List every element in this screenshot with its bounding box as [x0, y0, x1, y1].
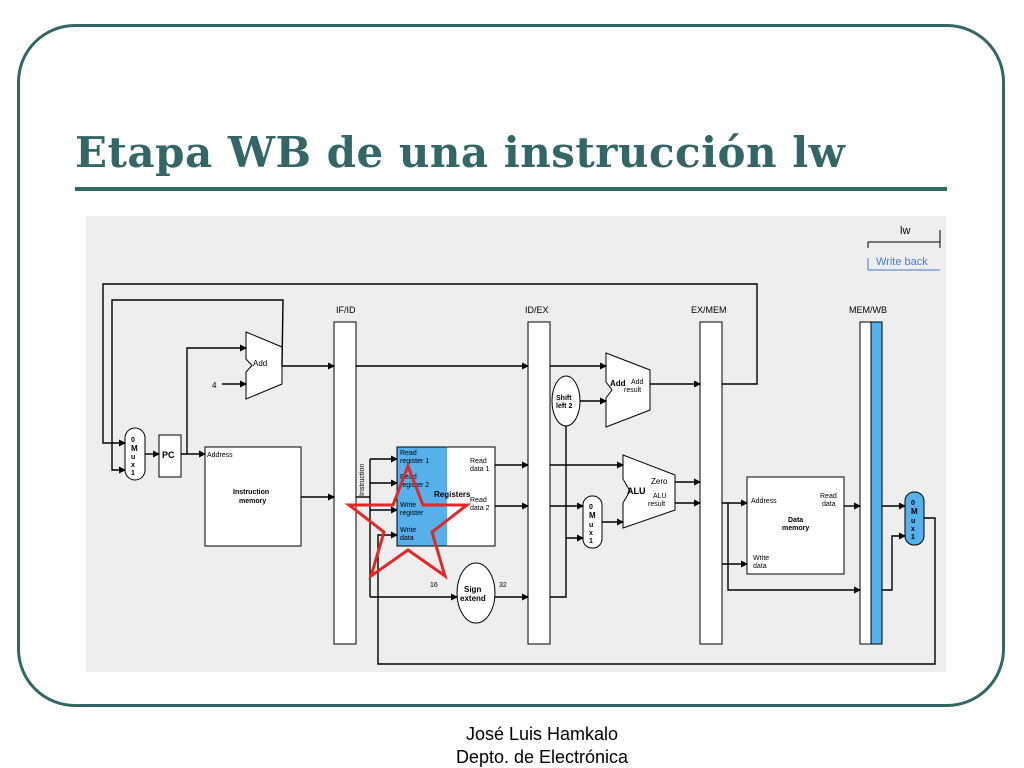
wb-mux-label-1: 1 — [911, 534, 915, 541]
alu-mux-label-u: u — [589, 522, 593, 529]
id-ex-register — [527, 321, 551, 645]
pc-mux-label-m: M — [131, 444, 138, 453]
writeback-star-marker — [344, 461, 472, 580]
mem-wb-highlight — [870, 321, 883, 645]
instruction-memory — [204, 446, 302, 547]
ex-mem-register — [699, 321, 723, 645]
instruction-bus-label: Instruction — [359, 464, 366, 496]
alu-mux-label-x: x — [589, 530, 593, 537]
wb-mux-label-0: 0 — [911, 500, 915, 507]
slide-title: Etapa WB de una instrucción lw — [75, 128, 846, 177]
alu-zero-label: Zero — [651, 477, 668, 486]
alu — [622, 454, 676, 529]
bus-width-32: 32 — [499, 582, 507, 589]
title-underline — [75, 187, 947, 191]
ex-mem-label: EX/MEM — [691, 305, 727, 315]
author-name: José Luis Hamkalo — [465, 724, 619, 744]
bus-width-16: 16 — [430, 582, 438, 589]
sign-extend — [456, 562, 496, 624]
branch-adder — [605, 352, 651, 428]
imem-address-label: Address — [207, 452, 233, 459]
registers-name-label: Registers — [434, 490, 471, 499]
diagram-background — [86, 216, 946, 672]
alu-mux-label-0: 0 — [589, 504, 593, 511]
legend-stage: Write back — [876, 256, 928, 268]
pc-mux-label-1: 1 — [131, 470, 135, 477]
pc-mux-label-0: 0 — [131, 437, 135, 444]
data-memory — [746, 476, 845, 575]
pc-mux-label-u: u — [131, 454, 135, 461]
mem-wb-label: MEM/WB — [849, 305, 887, 315]
stage-legend: lw Write back — [867, 225, 941, 271]
wb-mux-label-m: M — [911, 507, 918, 516]
branch-adder-label: Add — [610, 379, 626, 388]
datapath-wires — [102, 283, 936, 665]
id-ex-label: ID/EX — [525, 305, 549, 315]
pc-label: PC — [162, 450, 175, 460]
imem-name-line1: Instruction — [233, 489, 269, 496]
legend-instruction: lw — [900, 225, 910, 237]
slide-frame — [17, 24, 1005, 707]
constant-four: 4 — [212, 381, 217, 390]
alu-label: ALU — [627, 486, 646, 496]
imem-name-line2: memory — [239, 498, 266, 505]
alu-mux-label-m: M — [589, 511, 596, 520]
wb-mux-label-x: x — [911, 526, 915, 533]
dmem-address-label: Address — [751, 498, 777, 505]
alu-mux-label-1: 1 — [589, 538, 593, 545]
if-id-label: IF/ID — [336, 305, 356, 315]
wb-mux-label-u: u — [911, 518, 915, 525]
register-file-write-highlight — [397, 447, 447, 546]
pc-mux-label-x: x — [131, 462, 135, 469]
if-adder-label: Add — [253, 359, 267, 368]
if-id-register — [333, 321, 357, 645]
datapath-diagram: lw Write back IF/ID ID/EX EX/MEM MEM/WB … — [86, 216, 946, 672]
department-name: Depto. de Electrónica — [455, 747, 629, 767]
